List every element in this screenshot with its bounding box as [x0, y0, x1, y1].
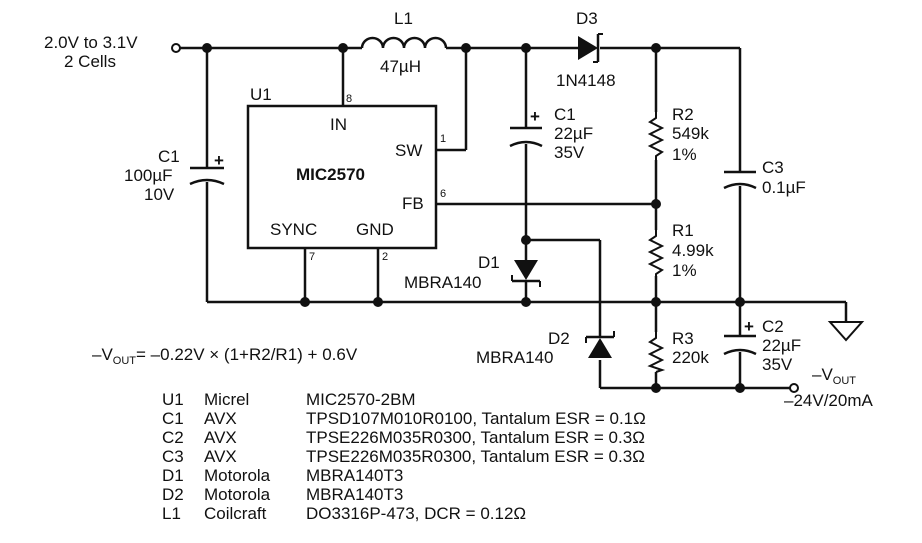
d3-ref: D3	[576, 9, 598, 28]
c3-value: 0.1µF	[762, 178, 806, 197]
pin-2: 2	[382, 251, 388, 263]
capacitor-c1-output: +	[509, 107, 543, 148]
pin-6: 6	[440, 188, 446, 200]
bom-ref: C2	[162, 428, 184, 447]
diode-d1	[511, 260, 541, 287]
output-label: –VOUT	[812, 365, 856, 387]
r3-value: 220k	[672, 348, 709, 367]
d3-part: 1N4148	[556, 71, 616, 90]
bom-ref: C1	[162, 409, 184, 428]
resistor-r1	[647, 230, 665, 276]
c1-input-voltage: 10V	[144, 185, 175, 204]
ic-u1-body	[246, 104, 438, 250]
input-cells-label: 2 Cells	[64, 52, 116, 71]
capacitor-c3	[723, 170, 757, 190]
output-spec: –24V/20mA	[784, 391, 873, 410]
ic-name: MIC2570	[296, 165, 365, 184]
r1-ref: R1	[672, 221, 694, 240]
bom-desc: TPSE226M035R0300, Tantalum ESR = 0.3Ω	[306, 447, 645, 466]
bom-mfr: AVX	[204, 409, 237, 428]
output-terminal	[789, 383, 799, 393]
vout-formula: –VOUT= –0.22V × (1+R2/R1) + 0.6V	[92, 345, 358, 367]
pin-7: 7	[309, 251, 315, 263]
inductor-ref: L1	[394, 9, 413, 28]
bom-ref: D2	[162, 485, 184, 504]
bom-ref: D1	[162, 466, 184, 485]
r1-tol: 1%	[672, 261, 697, 280]
c1-output-voltage: 35V	[554, 143, 585, 162]
c2-ref: C2	[762, 317, 784, 336]
c1-output-ref: C1	[554, 105, 576, 124]
c1-input-value: 100µF	[124, 166, 173, 185]
svg-text:+: +	[530, 107, 540, 126]
input-voltage-label: 2.0V to 3.1V	[44, 33, 138, 52]
c2-voltage: 35V	[762, 355, 793, 374]
d1-ref: D1	[478, 253, 500, 272]
pin-1: 1	[440, 133, 446, 145]
diode-d2	[585, 331, 615, 358]
capacitor-c1-input: +	[189, 151, 225, 186]
bom-mfr: Micrel	[204, 390, 249, 409]
inductor-l1	[360, 36, 448, 49]
d2-part: MBRA140	[476, 348, 553, 367]
c1-output-value: 22µF	[554, 124, 593, 143]
bom-mfr: Motorola	[204, 485, 271, 504]
r2-ref: R2	[672, 105, 694, 124]
resistor-r3	[647, 332, 666, 373]
junctions	[202, 43, 745, 393]
bom-ref: U1	[162, 390, 184, 409]
inductor-value: 47µH	[380, 57, 421, 76]
capacitor-c2: +	[723, 317, 757, 356]
bom-ref: L1	[162, 504, 181, 523]
r1-value: 4.99k	[672, 241, 714, 260]
r2-value: 549k	[672, 124, 709, 143]
ic-pin-fb: FB	[402, 194, 424, 213]
c1-input-ref: C1	[158, 147, 180, 166]
d1-part: MBRA140	[404, 273, 481, 292]
bom-desc: TPSE226M035R0300, Tantalum ESR = 0.3Ω	[306, 428, 645, 447]
svg-text:+: +	[214, 151, 224, 170]
bom-desc: DO3316P-473, DCR = 0.12Ω	[306, 504, 526, 523]
ic-pin-sync: SYNC	[270, 220, 317, 239]
d2-ref: D2	[548, 329, 570, 348]
pin-8: 8	[346, 93, 352, 105]
bom-desc: TPSD107M010R0100, Tantalum ESR = 0.1Ω	[306, 409, 646, 428]
ground-icon	[827, 321, 865, 342]
input-terminal	[171, 43, 181, 53]
r3-ref: R3	[672, 329, 694, 348]
diode-d3	[578, 33, 603, 63]
bom-mfr: Coilcraft	[204, 504, 267, 523]
bom-mfr: AVX	[204, 428, 237, 447]
ic-pin-sw: SW	[395, 141, 422, 160]
c2-value: 22µF	[762, 336, 801, 355]
svg-text:+: +	[744, 317, 754, 336]
bom-mfr: Motorola	[204, 466, 271, 485]
bom-mfr: AVX	[204, 447, 237, 466]
c3-ref: C3	[762, 158, 784, 177]
bom-desc: MIC2570-2BM	[306, 390, 416, 409]
bom-desc: MBRA140T3	[306, 466, 403, 485]
ic-pin-gnd: GND	[356, 220, 394, 239]
r2-tol: 1%	[672, 145, 697, 164]
bom-ref: C3	[162, 447, 184, 466]
ic-pin-in: IN	[330, 115, 347, 134]
bom-desc: MBRA140T3	[306, 485, 403, 504]
resistor-r2	[647, 112, 665, 160]
ic-ref: U1	[250, 85, 272, 104]
